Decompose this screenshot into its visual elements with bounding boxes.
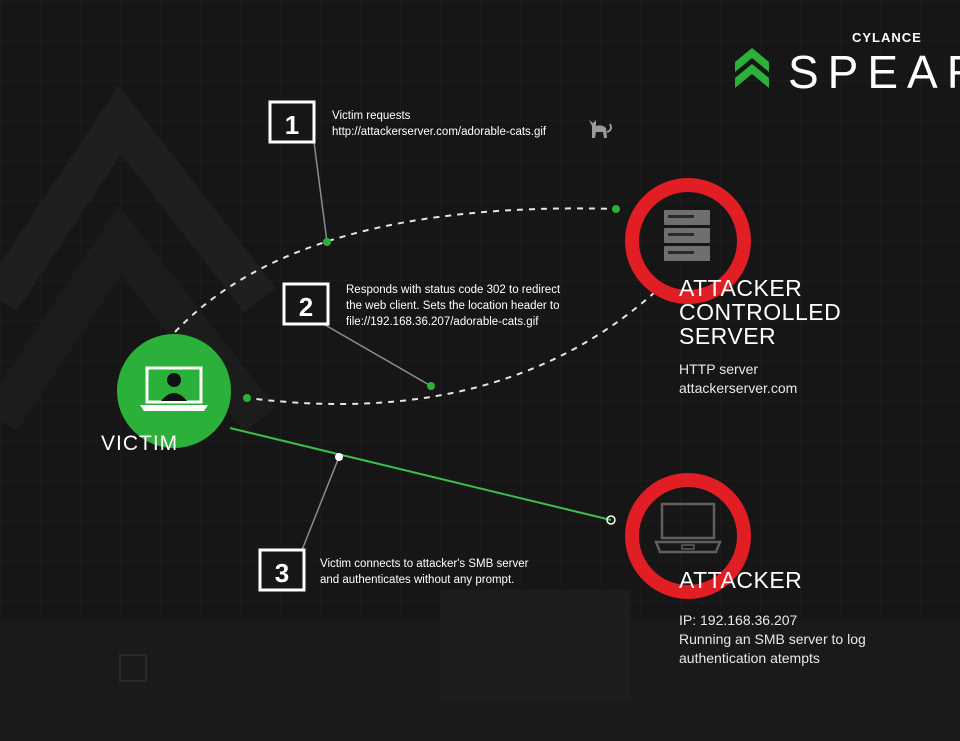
redirect-end-dot <box>243 394 251 402</box>
step3-number-box: 3 <box>258 548 306 592</box>
server-info-line: attackerserver.com <box>679 380 798 396</box>
brand-product: SPEAR <box>788 46 960 98</box>
cylance-chevron-logo-icon <box>735 48 769 88</box>
attacker-info-line: authentication atempts <box>679 650 820 666</box>
server-info: HTTP server attackerserver.com <box>679 360 797 398</box>
step3-leader <box>301 456 340 551</box>
victim-label: VICTIM <box>101 432 179 455</box>
step1-leader <box>313 141 328 243</box>
server-title: ATTACKER CONTROLLED SERVER <box>679 276 841 348</box>
cat-icon <box>589 120 612 138</box>
request-end-dot <box>612 205 620 213</box>
server-rack-icon <box>664 210 710 261</box>
step3-line: Victim connects to attacker's SMB server <box>320 558 529 570</box>
step2-line: file://192.168.36.207/adorable-cats.gif <box>346 316 539 328</box>
step3-anchor-dot <box>335 453 343 461</box>
step1-anchor-dot <box>323 238 331 246</box>
step2-anchor-dot <box>427 382 435 390</box>
step3-number: 3 <box>275 558 289 588</box>
step1-text: Victim requests http://attackerserver.co… <box>332 108 546 140</box>
attacker-info-line: IP: 192.168.36.207 <box>679 612 798 628</box>
attacker-node <box>625 473 751 599</box>
step2-leader <box>319 321 432 387</box>
smb-end-dot <box>606 515 616 525</box>
request-arc <box>174 207 617 333</box>
step2-number: 2 <box>299 292 313 322</box>
server-title-line: CONTROLLED <box>679 299 842 325</box>
attacker-info-line: Running an SMB server to log <box>679 631 866 647</box>
victim-node <box>117 334 231 448</box>
attacker-title: ATTACKER <box>679 568 802 592</box>
laptop-user-icon <box>140 366 208 411</box>
step3-line: and authenticates without any prompt. <box>320 574 515 586</box>
step2-number-box: 2 <box>282 282 330 326</box>
step1-line: http://attackerserver.com/adorable-cats.… <box>332 126 547 138</box>
step1-line: Victim requests <box>332 110 411 122</box>
step1-number: 1 <box>285 110 299 140</box>
step2-text: Responds with status code 302 to redirec… <box>346 282 560 330</box>
laptop-icon <box>654 502 722 554</box>
redirect-arc <box>247 291 656 406</box>
smb-connection-line <box>229 427 612 521</box>
step2-line: Responds with status code 302 to redirec… <box>346 284 561 296</box>
server-title-line: SERVER <box>679 323 777 349</box>
server-info-line: HTTP server <box>679 361 759 377</box>
server-node <box>625 178 751 304</box>
attacker-info: IP: 192.168.36.207 Running an SMB server… <box>679 611 866 668</box>
brand-company: CYLANCE <box>852 30 922 45</box>
step2-line: the web client. Sets the location header… <box>346 300 560 312</box>
step1-number-box: 1 <box>268 100 316 144</box>
server-title-line: ATTACKER <box>679 275 803 301</box>
step3-text: Victim connects to attacker's SMB server… <box>320 556 528 588</box>
attacker-title-line: ATTACKER <box>679 567 803 593</box>
